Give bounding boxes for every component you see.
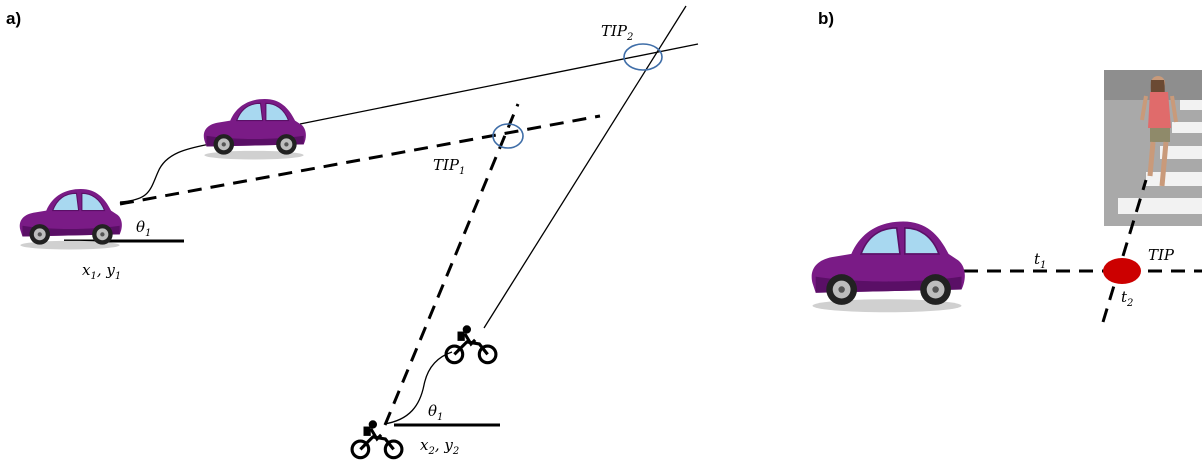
car-icon <box>203 98 307 161</box>
tip2-label: TIP2 <box>601 22 633 43</box>
car-predicted-path-solid <box>299 43 699 125</box>
panel-a-label: a) <box>6 9 21 28</box>
car-heading-dashed-line <box>119 114 601 206</box>
car-icon <box>810 220 966 314</box>
pedestrian-photo <box>1104 70 1202 226</box>
tip1-marker <box>492 123 524 149</box>
bike-heading-dashed-line <box>383 103 520 426</box>
bike-angle-label: θ1 <box>428 402 443 423</box>
bike-predicted-path-solid <box>483 5 687 329</box>
car-coordinates-label: x1, y1 <box>82 261 121 282</box>
car-angle-label: θ1 <box>136 218 151 239</box>
motorcycle-icon <box>444 323 498 365</box>
bike-turn-curve <box>383 351 453 425</box>
tip-marker <box>1103 258 1141 284</box>
car-time-label: t1 <box>1034 250 1046 271</box>
car-turn-curve <box>119 143 211 203</box>
tip2-marker <box>623 43 663 71</box>
pedestrian-path-dashed <box>1101 179 1148 323</box>
tip1-label: TIP1 <box>433 156 465 177</box>
pedestrian-time-label: t2 <box>1121 288 1133 309</box>
panel-b-label: b) <box>818 9 834 28</box>
bike-coordinates-label: x2, y2 <box>420 436 459 457</box>
tip-label: TIP <box>1148 246 1175 264</box>
